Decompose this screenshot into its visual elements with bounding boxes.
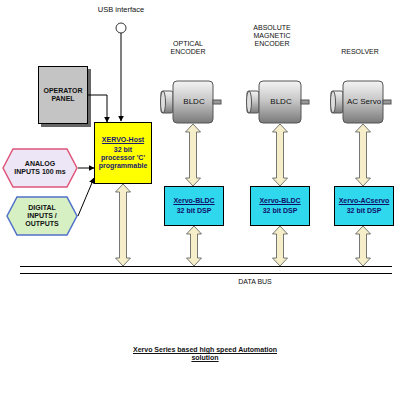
encoder-body <box>331 91 343 113</box>
motor: AC Servo <box>330 80 392 124</box>
port-label: USB interface <box>86 6 156 15</box>
encoder-body <box>161 91 173 113</box>
bus-arrow <box>116 184 131 266</box>
node-title: Xervo-BLDC <box>259 197 300 205</box>
sensor-label: ABSOLUTE MAGNETIC ENCODER <box>244 24 300 48</box>
node-body: 32 bit processor 'C' programmable <box>97 146 149 170</box>
motor-shaft <box>301 100 309 104</box>
usb-port-symbol <box>116 23 126 33</box>
data-bus: DATA BUS <box>20 266 392 274</box>
node-title: AC Servo <box>347 97 381 106</box>
diagram-caption: Xervo Series based high speed Automation… <box>128 346 282 362</box>
node-title: BLDC <box>183 97 204 106</box>
dsp-box: Xervo-BLDC 32 bit DSP <box>164 186 224 226</box>
signal-arrow <box>78 178 94 216</box>
node-title: Xervo-BLDC <box>173 197 214 205</box>
signal-arrow <box>78 168 94 169</box>
node-title: Xervo-ACservo <box>339 197 390 205</box>
motor-body <box>173 81 213 123</box>
hexagon-shape <box>7 197 77 235</box>
encoder-disc <box>161 91 166 113</box>
motor-shaft <box>213 100 221 104</box>
node-title: BLDC <box>270 97 291 106</box>
bus-arrow <box>273 226 288 266</box>
bus-arrow <box>187 226 202 266</box>
encoder-disc <box>331 91 336 113</box>
bus-arrow <box>356 226 371 266</box>
node-body: 32 bit DSP <box>263 207 298 215</box>
node-body: 32 bit DSP <box>177 207 212 215</box>
node-title: OPERATOR PANEL <box>41 87 85 103</box>
host-box: XERVO-Host 32 bit processor 'C' programma… <box>94 122 152 184</box>
sensor-label: OPTICAL ENCODER <box>166 40 210 56</box>
dsp-box: Xervo-ACservo 32 bit DSP <box>334 186 394 226</box>
motor-body <box>259 81 301 123</box>
encoder-body <box>247 91 259 113</box>
bus-arrow <box>186 124 201 186</box>
node-title: DATA BUS <box>225 278 285 286</box>
encoder-disc <box>247 91 252 113</box>
dsp-box: Xervo-BLDC 32 bit DSP <box>250 186 310 226</box>
bus-arrow <box>273 124 288 186</box>
node-title: ANALOG INPUTS 100 ms <box>14 160 66 176</box>
bus-arrow <box>356 124 371 186</box>
hexagon-shape <box>3 149 77 187</box>
motor-shaft <box>383 100 391 104</box>
connector-group <box>78 95 371 266</box>
node-title: XERVO-Host <box>102 136 144 144</box>
node-title: DIGITAL INPUTS / OUTPUTS <box>18 204 66 228</box>
node-body: 32 bit DSP <box>347 207 382 215</box>
motor: BLDC <box>246 80 310 124</box>
usb-wire <box>121 33 122 121</box>
sensor-label: RESOLVER <box>334 48 386 56</box>
motor-body <box>343 81 383 123</box>
io-hexagon: DIGITAL INPUTS / OUTPUTS <box>6 196 78 236</box>
operator-panel: OPERATOR PANEL <box>38 66 88 124</box>
motor: BLDC <box>160 80 222 124</box>
input-hexagon: ANALOG INPUTS 100 ms <box>2 148 78 188</box>
signal-arrow <box>88 95 107 122</box>
